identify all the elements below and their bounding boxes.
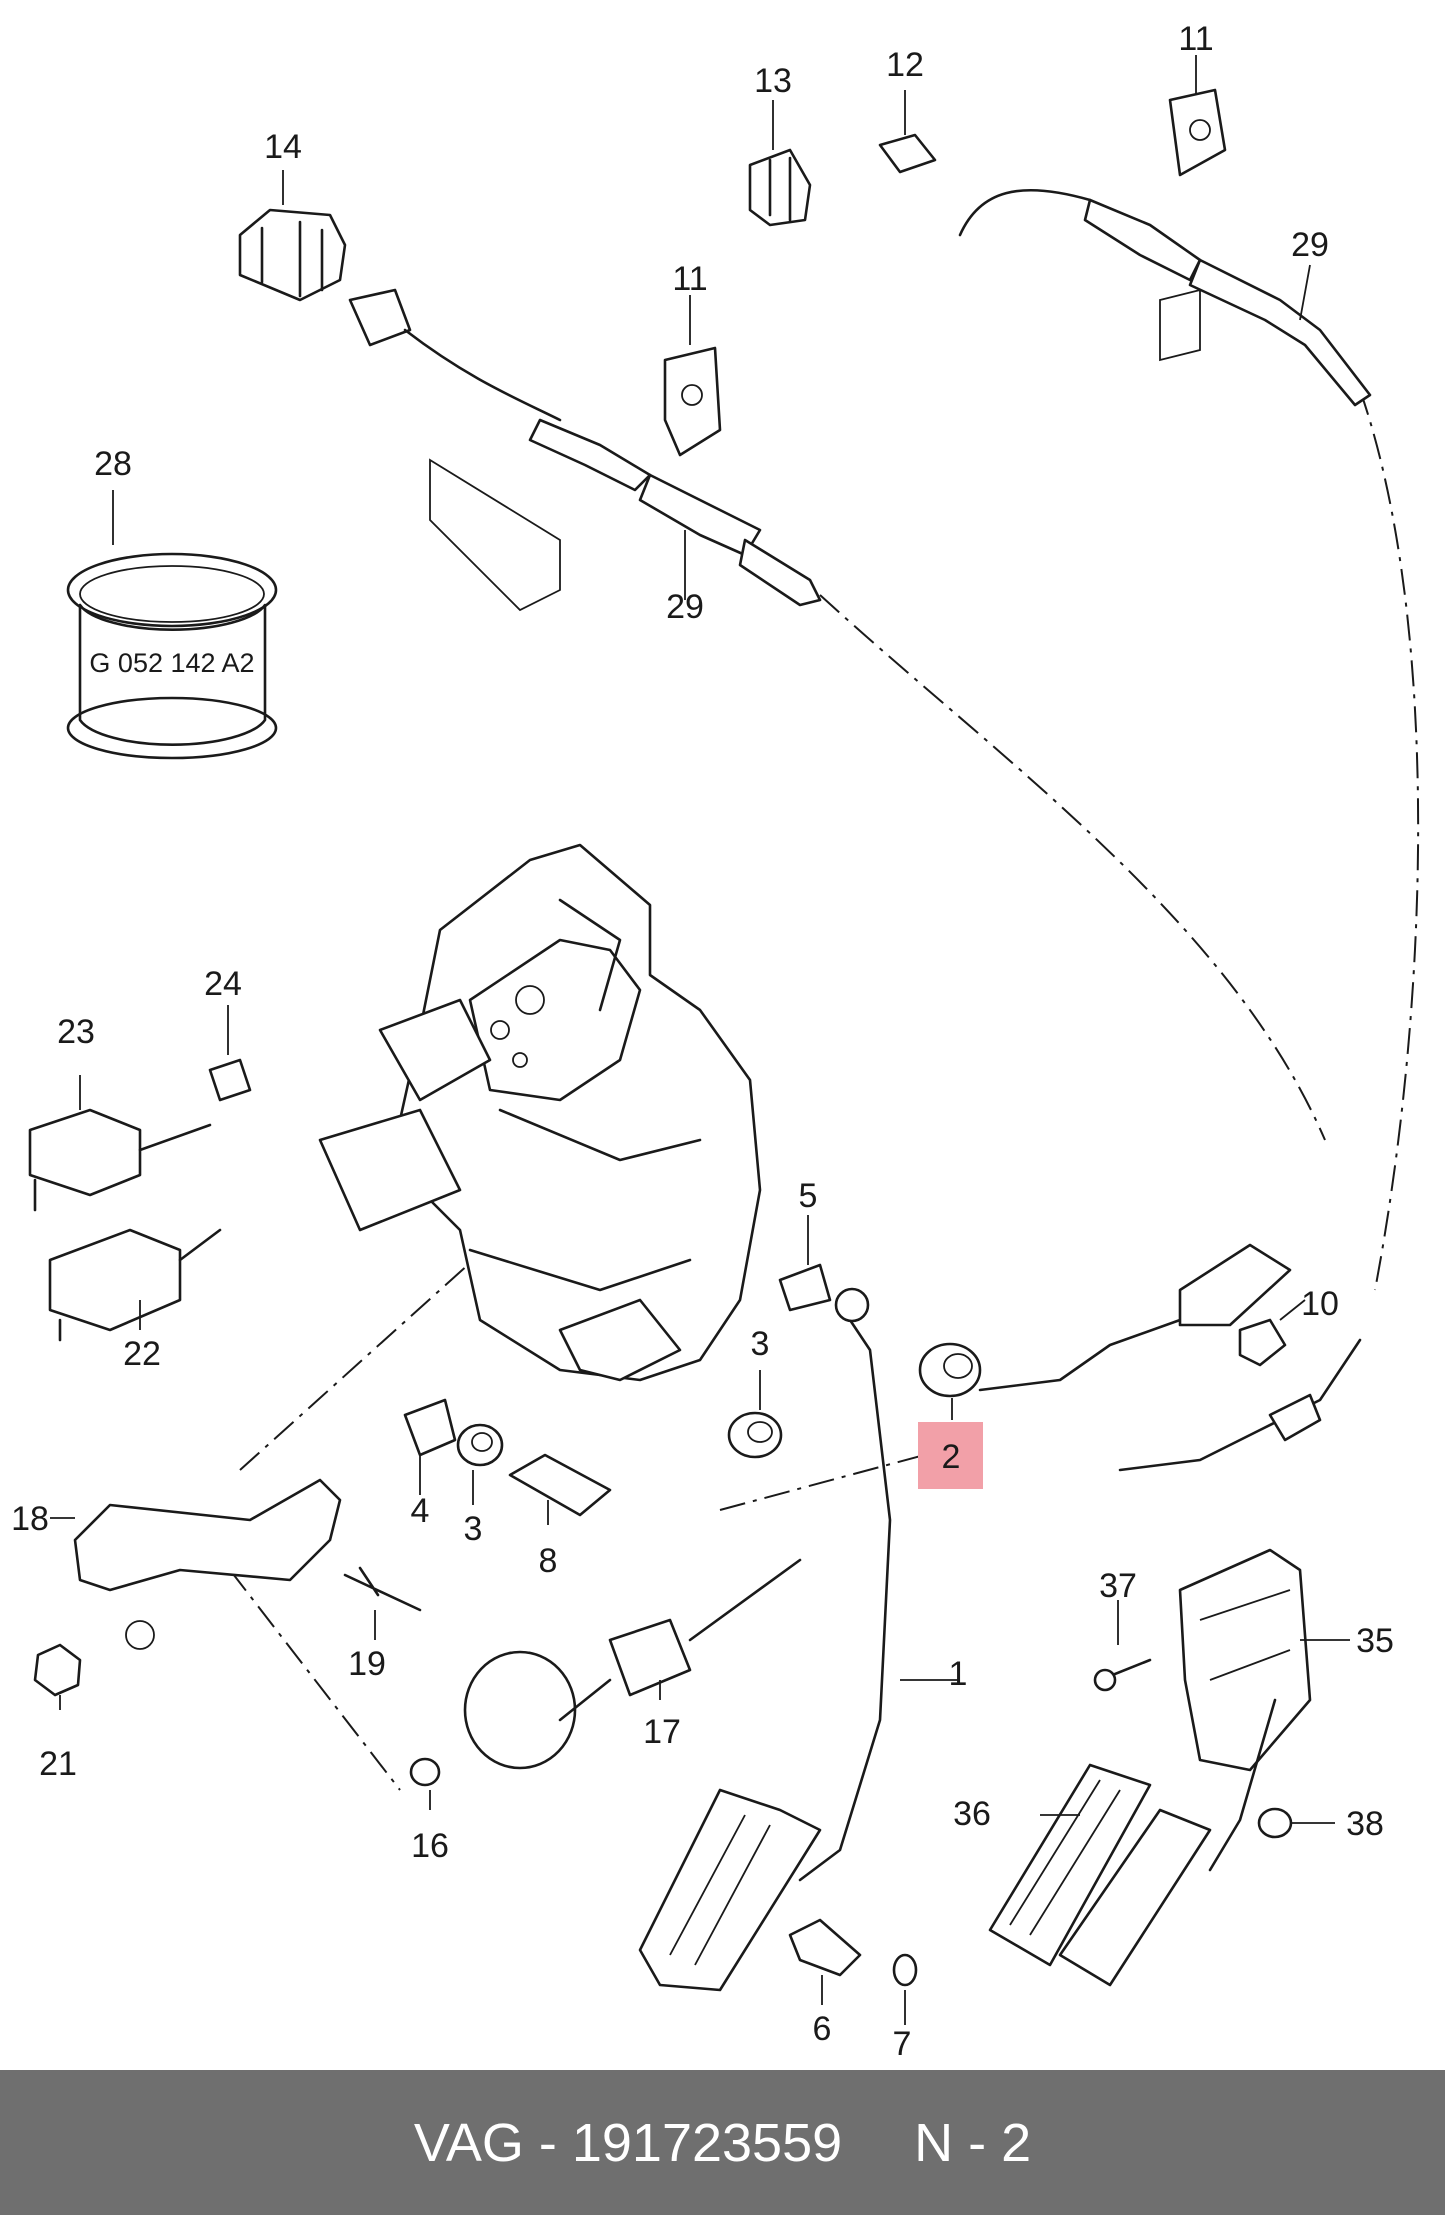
label-17: 17 (643, 1713, 681, 1751)
label-2: 2 (942, 1438, 961, 1476)
pedal-bracket (318, 843, 762, 1382)
label-35: 35 (1356, 1622, 1394, 1660)
callout-labels: 14 13 12 11 11 29 29 28 24 23 22 5 3 10 … (11, 20, 1394, 2063)
label-29-left: 29 (666, 588, 704, 626)
label-6: 6 (813, 2010, 832, 2048)
label-18: 18 (11, 1500, 49, 1538)
part-2-bushing (918, 1342, 982, 1398)
cable-lower-right (978, 1243, 1362, 1472)
part-23-switch (28, 1108, 212, 1212)
label-3-right: 3 (751, 1325, 770, 1363)
label-13: 13 (754, 62, 792, 100)
part-19-pin (343, 1566, 422, 1612)
part-35-housing (1178, 1548, 1312, 1872)
label-24: 24 (204, 965, 242, 1003)
part-21-nut (33, 1643, 82, 1697)
part-6-sensor (788, 1918, 862, 1977)
part-1-pedal (638, 1287, 892, 1992)
part-8-sleeve (508, 1453, 612, 1517)
part-5-clip (778, 1263, 832, 1312)
part-14-clip (238, 208, 347, 302)
label-16: 16 (411, 1827, 449, 1865)
label-21: 21 (39, 1745, 77, 1783)
label-12: 12 (886, 46, 924, 84)
label-38: 38 (1346, 1805, 1384, 1843)
label-4: 4 (411, 1492, 430, 1530)
label-37: 37 (1099, 1567, 1137, 1605)
part-37-bolt (1093, 1658, 1152, 1692)
part-11-clip-upper (1168, 88, 1227, 177)
part-17-servo (463, 1558, 802, 1770)
part-18-lever (73, 1478, 342, 1650)
label-14: 14 (264, 128, 302, 166)
cable-route-right (1359, 389, 1420, 1291)
sealant-stamp: G 052 142 A2 (89, 648, 254, 678)
part-10-nut (1238, 1318, 1287, 1367)
label-23: 23 (57, 1013, 95, 1051)
part-28-sealant-tube: G 052 142 A2 (66, 552, 278, 760)
label-1: 1 (949, 1655, 968, 1693)
label-22: 22 (123, 1335, 161, 1373)
diagram-reference-text: N - 2 (914, 2112, 1032, 2173)
label-19: 19 (348, 1645, 386, 1683)
part-11-clip-middle (663, 346, 722, 457)
part-13-bracket (748, 148, 812, 227)
part-7-washer (892, 1953, 918, 1987)
label-3-left: 3 (464, 1510, 483, 1548)
label-28: 28 (94, 445, 132, 483)
leader-lines (50, 55, 1350, 2025)
part-16-bushing (409, 1757, 441, 1787)
part-number-footer: VAG - 191723559 N - 2 (0, 2070, 1445, 2215)
label-11-middle: 11 (672, 260, 707, 298)
label-10: 10 (1301, 1285, 1339, 1323)
part-3-bushing-right (727, 1411, 783, 1459)
part-4-clip (403, 1398, 457, 1457)
cable-route-upper (819, 594, 1326, 1141)
label-29-right: 29 (1291, 226, 1329, 264)
label-11-upper: 11 (1178, 20, 1213, 58)
part-12-clip (878, 133, 937, 174)
part-29-cable-left (348, 288, 822, 612)
part-3-bushing-left (456, 1423, 504, 1467)
part-38-cap (1257, 1807, 1293, 1839)
exploded-parts-diagram: G 052 142 A2 (11, 20, 1420, 2063)
label-7: 7 (893, 2025, 912, 2063)
part-22-switch (48, 1228, 222, 1342)
label-5: 5 (799, 1177, 818, 1215)
part-2-highlight (918, 1422, 983, 1489)
part-36-pedal-pad (988, 1763, 1212, 1987)
label-36: 36 (953, 1795, 991, 1833)
label-8: 8 (539, 1542, 558, 1580)
part-number-text: VAG - 191723559 (413, 2112, 843, 2173)
part-24-nut (208, 1058, 252, 1102)
part-29-cable-right (958, 188, 1372, 407)
